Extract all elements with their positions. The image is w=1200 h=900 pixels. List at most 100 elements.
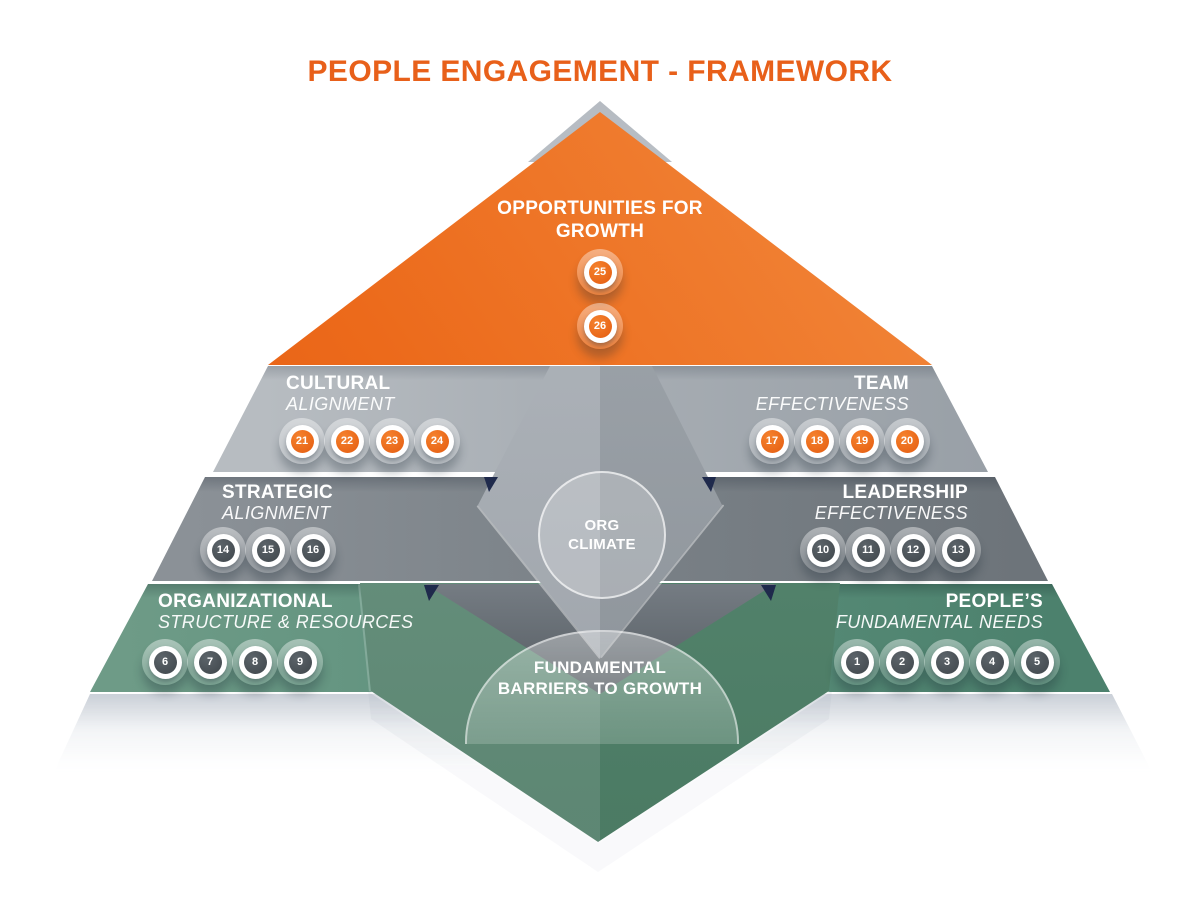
number-chip: 25: [577, 249, 623, 295]
apex-label-line1: OPPORTUNITIES FOR: [497, 198, 703, 219]
chip-ring: 5: [1020, 645, 1054, 679]
chip-ring: 19: [845, 424, 879, 458]
org-climate-line2: CLIMATE: [568, 536, 636, 553]
chip-number: 9: [288, 650, 312, 674]
band-title: LEADERSHIP: [842, 482, 968, 503]
number-chip: 24: [414, 418, 460, 464]
cultural-alignment-label: CULTURAL ALIGNMENT: [286, 373, 395, 415]
chip-ring: 24: [420, 424, 454, 458]
chip-ring: 22: [330, 424, 364, 458]
chip-ring: 1: [840, 645, 874, 679]
page-title: PEOPLE ENGAGEMENT - FRAMEWORK: [307, 55, 893, 88]
band-subtitle: ALIGNMENT: [286, 394, 395, 414]
band-title: CULTURAL: [286, 373, 391, 394]
barriers-line2: BARRIERS TO GROWTH: [497, 679, 703, 698]
number-chip: 10: [800, 527, 846, 573]
chip-number: 15: [256, 538, 280, 562]
chip-ring: 14: [206, 533, 240, 567]
number-chip: 19: [839, 418, 885, 464]
chip-number: 19: [850, 429, 874, 453]
chip-ring: 12: [896, 533, 930, 567]
chip-ring: 13: [941, 533, 975, 567]
band-title: PEOPLE’S: [945, 591, 1043, 612]
chip-number: 20: [895, 429, 919, 453]
number-chip: 26: [577, 303, 623, 349]
chip-ring: 25: [583, 255, 617, 289]
strategic-alignment-label: STRATEGIC ALIGNMENT: [222, 482, 333, 524]
number-chip: 20: [884, 418, 930, 464]
chip-ring: 7: [193, 645, 227, 679]
chip-ring: 17: [755, 424, 789, 458]
chip-number: 5: [1025, 650, 1049, 674]
number-chip: 14: [200, 527, 246, 573]
chip-number: 21: [290, 429, 314, 453]
chip-number: 26: [588, 314, 612, 338]
number-chip: 22: [324, 418, 370, 464]
chip-number: 7: [198, 650, 222, 674]
org-climate-circle: ORG CLIMATE: [538, 471, 666, 599]
leadership-effectiveness-label: LEADERSHIP EFFECTIVENESS: [815, 482, 968, 524]
chip-number: 17: [760, 429, 784, 453]
chip-ring: 8: [238, 645, 272, 679]
chip-ring: 10: [806, 533, 840, 567]
chip-ring: 4: [975, 645, 1009, 679]
chip-number: 8: [243, 650, 267, 674]
number-chip: 13: [935, 527, 981, 573]
chip-ring: 9: [283, 645, 317, 679]
apex-label-line2: GROWTH: [555, 221, 645, 242]
apex-label: OPPORTUNITIES FOR GROWTH: [450, 197, 750, 243]
number-chip: 16: [290, 527, 336, 573]
number-chip: 23: [369, 418, 415, 464]
chip-ring: 6: [148, 645, 182, 679]
chip-ring: 3: [930, 645, 964, 679]
chip-ring: 20: [890, 424, 924, 458]
team-effectiveness-label: TEAM EFFECTIVENESS: [756, 373, 909, 415]
chip-number: 10: [811, 538, 835, 562]
chip-number: 14: [211, 538, 235, 562]
chip-ring: 18: [800, 424, 834, 458]
number-chip: 12: [890, 527, 936, 573]
number-chip: 7: [187, 639, 233, 685]
chip-number: 3: [935, 650, 959, 674]
chip-number: 22: [335, 429, 359, 453]
chip-number: 11: [856, 538, 880, 562]
band-subtitle: EFFECTIVENESS: [755, 394, 909, 414]
chip-number: 2: [890, 650, 914, 674]
chip-ring: 2: [885, 645, 919, 679]
chip-number: 1: [845, 650, 869, 674]
band-title: STRATEGIC: [222, 482, 334, 503]
number-chip: 8: [232, 639, 278, 685]
chip-number: 25: [588, 260, 612, 284]
chip-number: 23: [380, 429, 404, 453]
number-chip: 4: [969, 639, 1015, 685]
chip-ring: 11: [851, 533, 885, 567]
number-chip: 11: [845, 527, 891, 573]
chip-number: 18: [805, 429, 829, 453]
number-chip: 15: [245, 527, 291, 573]
org-climate-line1: ORG: [584, 517, 620, 534]
chip-number: 4: [980, 650, 1004, 674]
number-chip: 21: [279, 418, 325, 464]
number-chip: 9: [277, 639, 323, 685]
chip-number: 12: [901, 538, 925, 562]
band-title: ORGANIZATIONAL: [158, 591, 333, 612]
chip-ring: 15: [251, 533, 285, 567]
barriers-label: FUNDAMENTAL BARRIERS TO GROWTH: [430, 657, 770, 699]
chip-ring: 16: [296, 533, 330, 567]
barriers-line1: FUNDAMENTAL: [533, 658, 667, 677]
chip-number: 24: [425, 429, 449, 453]
band-title: TEAM: [853, 373, 909, 394]
chip-ring: 23: [375, 424, 409, 458]
chip-number: 13: [946, 538, 970, 562]
band-subtitle: STRUCTURE & RESOURCES: [158, 612, 414, 632]
number-chip: 17: [749, 418, 795, 464]
number-chip: 2: [879, 639, 925, 685]
number-chip: 6: [142, 639, 188, 685]
number-chip: 5: [1014, 639, 1060, 685]
chip-ring: 21: [285, 424, 319, 458]
chip-number: 16: [301, 538, 325, 562]
number-chip: 18: [794, 418, 840, 464]
band-subtitle: FUNDAMENTAL NEEDS: [835, 612, 1043, 632]
number-chip: 1: [834, 639, 880, 685]
